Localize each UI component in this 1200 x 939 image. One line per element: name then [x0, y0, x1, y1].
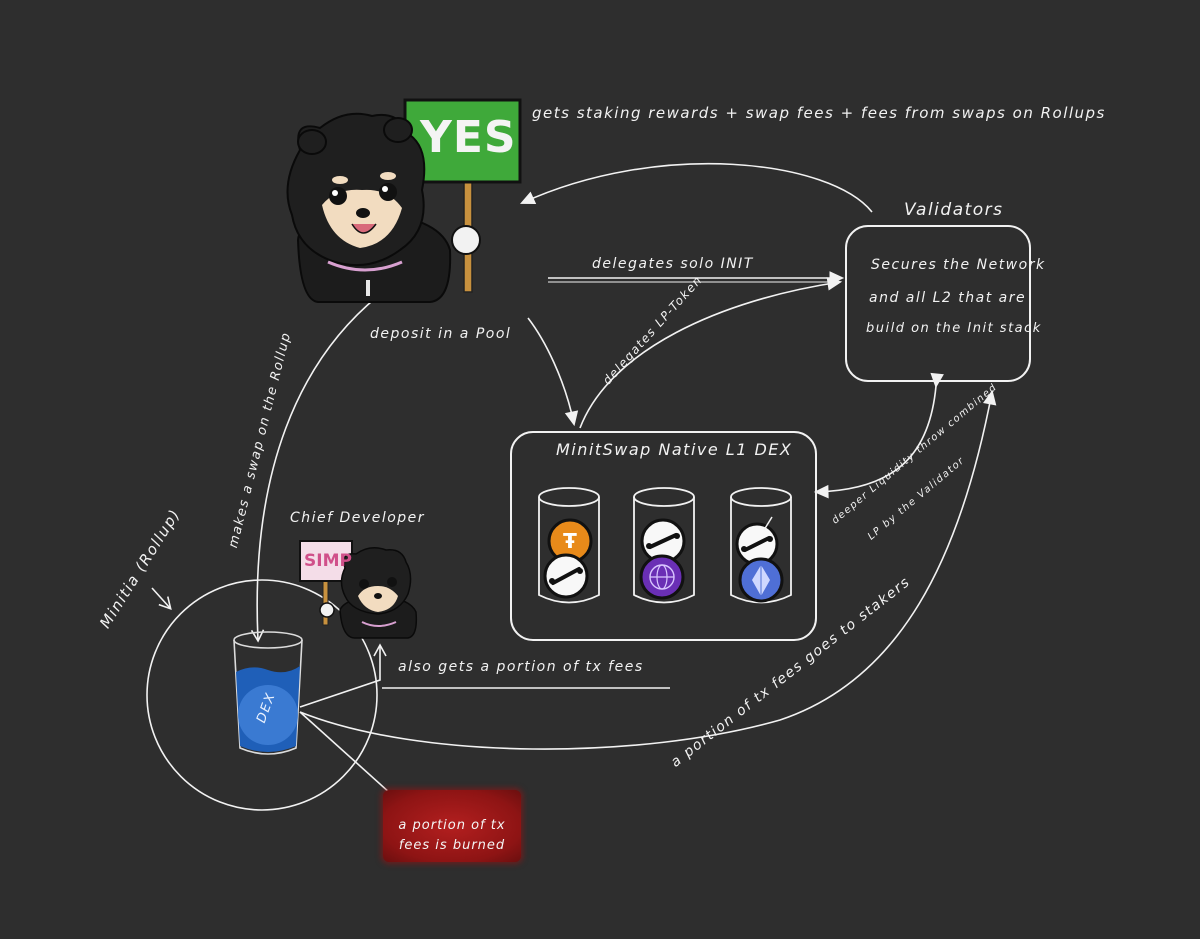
init-bone-icon	[543, 553, 589, 599]
bear-holding-simp-sign	[299, 540, 418, 639]
yes-sign-text: YES	[420, 112, 517, 163]
burn-box: a portion of tx fees is burned	[383, 790, 521, 862]
arrow-deeper-liquidity	[813, 372, 944, 499]
arrow-rewards	[520, 162, 873, 213]
dex-box	[510, 431, 817, 641]
arrow-chief-dev	[299, 643, 387, 708]
rewards-label: gets staking rewards + swap fees + fees …	[532, 104, 1106, 122]
init-bone-icon	[640, 518, 686, 564]
dex-glass	[233, 631, 303, 755]
simp-sign-text: SIMP	[304, 551, 352, 571]
orange-token-icon: Ŧ	[547, 518, 593, 564]
arrow-makes-swap	[250, 295, 379, 643]
init-bone-icon	[735, 516, 779, 566]
arrow-stakers	[299, 389, 997, 750]
validators-line-3: build on the Init stack	[866, 321, 1042, 336]
minitia-circle	[146, 579, 378, 811]
delegates-init-label: delegates solo INIT	[592, 256, 754, 272]
pool-cylinder-1	[538, 487, 600, 604]
validators-line-2: and all L2 that are	[869, 290, 1027, 306]
chief-developer-label: Chief Developer	[290, 510, 426, 526]
bear-holding-yes-sign	[286, 98, 522, 303]
validators-line-1: Secures the Network	[871, 257, 1046, 273]
svg-text:Ŧ: Ŧ	[563, 529, 577, 553]
also-gets-label: also gets a portion of tx fees	[398, 659, 644, 675]
eth-diamond-token-icon	[738, 557, 784, 603]
burn-text-line-1: a portion of tx	[398, 818, 506, 833]
dex-title: MinitSwap Native L1 DEX	[556, 440, 793, 459]
pool-cylinder-2	[633, 487, 695, 604]
arrow-minitia	[151, 587, 172, 610]
purple-globe-token-icon	[639, 554, 685, 600]
arrow-burn	[299, 711, 402, 804]
validators-title: Validators	[904, 200, 1004, 220]
deposit-pool-label: deposit in a Pool	[370, 326, 512, 342]
arrow-deposit-pool	[527, 317, 579, 427]
arrow-delegates-lp	[579, 277, 843, 429]
burn-text-line-2: fees is burned	[398, 838, 506, 853]
